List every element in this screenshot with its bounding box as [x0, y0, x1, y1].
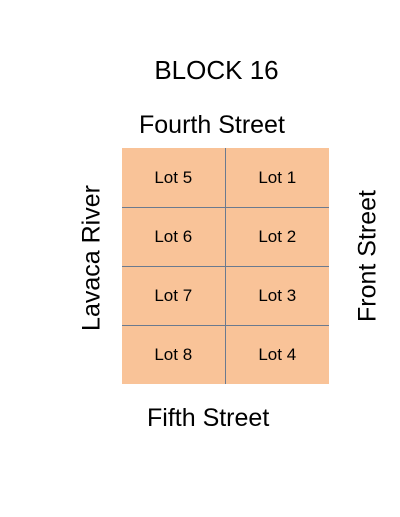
lot-5: Lot 5 [122, 148, 226, 207]
lot-8: Lot 8 [122, 325, 226, 384]
lot-4: Lot 4 [225, 325, 329, 384]
street-label-north: Fourth Street [139, 111, 285, 139]
block-title: BLOCK 16 [154, 55, 279, 85]
street-label-west: Lavaca River [77, 185, 106, 331]
lot-2: Lot 2 [225, 207, 329, 266]
lot-7: Lot 7 [122, 266, 226, 325]
lot-1: Lot 1 [258, 167, 297, 187]
street-label-south: Fifth Street [147, 404, 270, 432]
lot-3: Lot 3 [225, 266, 329, 325]
lot-6: Lot 6 [122, 207, 226, 266]
street-label-east: Front Street [353, 190, 382, 322]
block-lots-grid: Lot 5 Lot 1 Lot 6 Lot 2 Lot 7 Lot 3 Lot … [122, 148, 329, 384]
